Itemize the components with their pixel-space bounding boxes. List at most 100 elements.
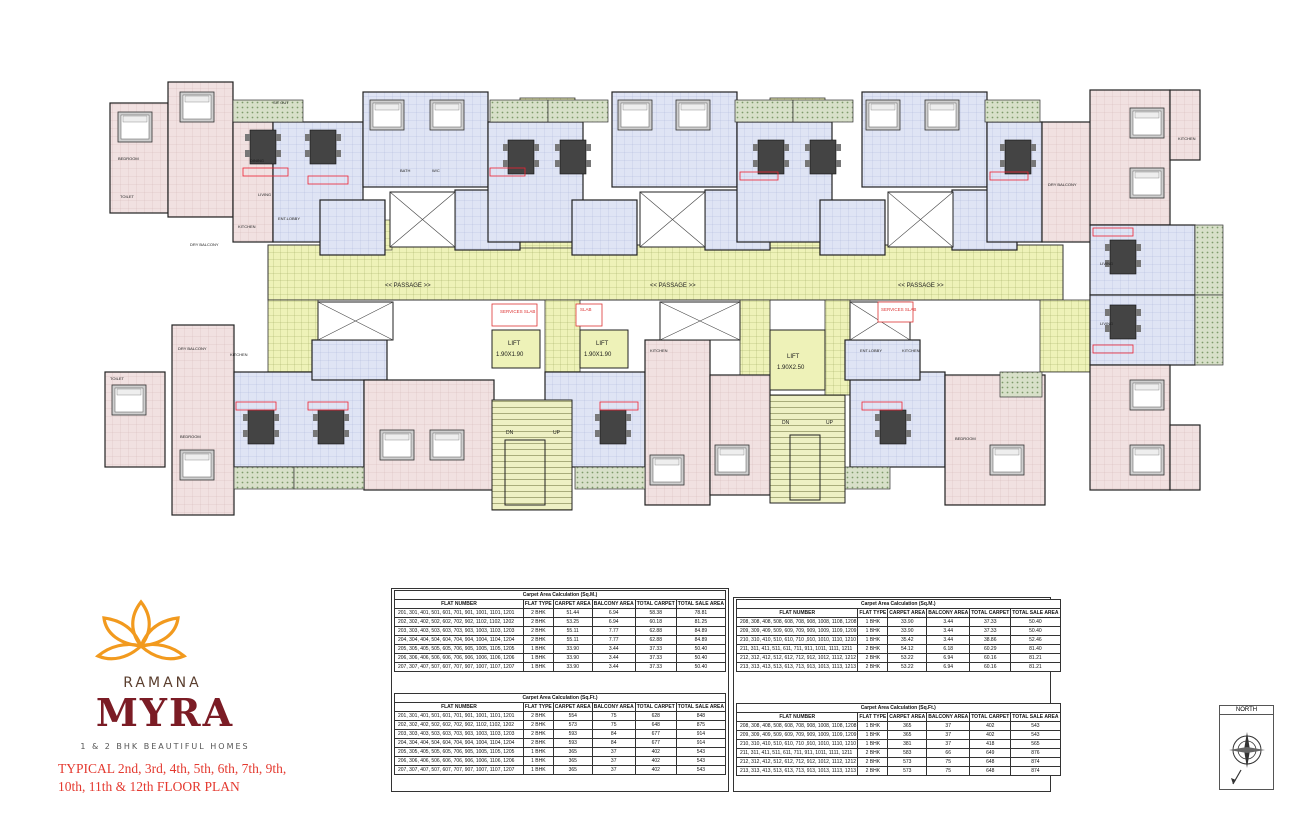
table-cell: 6.94 [926, 653, 971, 663]
table-cell: 3.44 [926, 617, 971, 627]
table-cell: 75 [591, 711, 636, 721]
table-cell: 2 BHK [522, 711, 554, 721]
table-row: 212, 312, 412, 512, 612, 712, 912, 1012,… [735, 757, 1061, 767]
table-cell: 1 BHK [857, 721, 889, 731]
table-cell: 402 [969, 721, 1012, 731]
table-cell: 1 BHK [522, 644, 554, 654]
flat-number-cell: 213, 313, 413, 513, 613, 713, 913, 1013,… [735, 662, 859, 672]
table-cell: 874 [1010, 757, 1061, 767]
table-cell: 573 [552, 720, 593, 730]
table-cell: 84.89 [675, 635, 727, 645]
brand-ramana: RAMANA [123, 675, 202, 691]
table-cell: 583 [887, 748, 928, 758]
table-cell: 75 [591, 720, 636, 730]
table-cell: 37.33 [969, 617, 1012, 627]
left-table-frame [391, 588, 729, 792]
room-label: BATH [400, 168, 410, 173]
table-cell: 648 [634, 720, 677, 730]
table-row: 213, 313, 413, 513, 613, 713, 913, 1013,… [735, 662, 1061, 672]
column-header: BALCONY AREA [926, 608, 971, 618]
table-cell: 3.44 [591, 653, 636, 663]
room-label: TOILET [120, 194, 134, 199]
room-label: KITCHEN [650, 348, 668, 353]
table-cell: 3.44 [591, 662, 636, 672]
table-cell: 543 [675, 756, 727, 766]
table-cell: 914 [675, 738, 727, 748]
column-header: CARPET AREA [552, 702, 593, 712]
table-cell: 37 [591, 747, 636, 757]
column-header: FLAT NUMBER [394, 702, 524, 712]
lift-size: 1.90X1.90 [584, 352, 612, 358]
table-cell: 75 [926, 757, 971, 767]
table-cell: 2 BHK [522, 720, 554, 730]
table-row: 203, 303, 403, 503, 603, 703, 903, 1003,… [394, 729, 727, 739]
column-header: TOTAL CARPET [969, 608, 1012, 618]
column-header: CARPET AREA [887, 608, 928, 618]
table-cell: 1 BHK [857, 617, 889, 627]
table-cell: 875 [675, 720, 727, 730]
table-row: 204, 304, 404, 504, 604, 704, 904, 1004,… [394, 738, 727, 748]
table-cell: 402 [969, 730, 1012, 740]
table-cell: 50.40 [1010, 626, 1061, 636]
table-cell: 33.90 [552, 662, 593, 672]
table-row: 202, 302, 402, 502, 602, 702, 902, 1102,… [394, 617, 727, 627]
table-cell: 365 [887, 730, 928, 740]
table-cell: 365 [552, 756, 593, 766]
table-cell: 37 [591, 765, 636, 775]
table-row: 205, 305, 405, 505, 605, 706, 905, 1005,… [394, 747, 727, 757]
slab-label: SLAB [580, 307, 592, 312]
room-label: KITCHEN [238, 224, 256, 229]
table-cell: 50.40 [675, 644, 727, 654]
table-row: 210, 310, 410, 510, 610, 710 ,910, 1010,… [735, 739, 1061, 749]
table-cell: 365 [552, 765, 593, 775]
table-cell: 38.86 [969, 635, 1012, 645]
flat-number-cell: 209, 309, 409, 509, 609, 709, 909, 1009,… [735, 730, 859, 740]
table-cell: 2 BHK [522, 608, 554, 618]
table-row: 209, 309, 409, 509, 609, 709, 909, 1009,… [735, 730, 1061, 740]
table-row: 211, 311, 411, 511, 611, 711, 911, 1011,… [735, 748, 1061, 758]
carpet-area-table-right-sqm: Carpet Area Calculation (Sq.M.)FLAT NUMB… [735, 599, 1061, 672]
table-cell: 6.94 [591, 608, 636, 618]
table-cell: 62.88 [634, 626, 677, 636]
column-header: BALCONY AREA [591, 702, 636, 712]
table-cell: 33.90 [552, 653, 593, 663]
table-cell: 53.22 [887, 653, 928, 663]
table-cell: 37 [591, 756, 636, 766]
floor-plan-caption-2: 10th, 11th & 12th FLOOR PLAN [58, 779, 240, 794]
north-label: NORTH [1220, 706, 1273, 715]
flat-number-cell: 202, 302, 402, 502, 602, 702, 902, 1102,… [394, 617, 524, 627]
table-cell: 58.38 [634, 608, 677, 618]
table-cell: 52.46 [1010, 635, 1061, 645]
table-cell: 2 BHK [857, 662, 889, 672]
table-cell: 54.12 [887, 644, 928, 654]
table-cell: 37.33 [634, 644, 677, 654]
services-slab-label: SERVICES SLAB [500, 309, 535, 314]
table-cell: 1 BHK [522, 747, 554, 757]
table-cell: 50.40 [675, 662, 727, 672]
table-cell: 2 BHK [857, 644, 889, 654]
table-row: 202, 302, 402, 502, 602, 702, 902, 1102,… [394, 720, 727, 730]
table-cell: 78.81 [675, 608, 727, 618]
room-label: DRY BALCONY [1048, 182, 1077, 187]
column-header: FLAT TYPE [857, 712, 889, 722]
table-cell: 33.90 [887, 626, 928, 636]
table-cell: 37.33 [634, 653, 677, 663]
table-cell: 554 [552, 711, 593, 721]
table-cell: 2 BHK [857, 653, 889, 663]
column-header: FLAT NUMBER [735, 712, 859, 722]
table-cell: 543 [1010, 721, 1061, 731]
flat-number-cell: 205, 305, 405, 505, 605, 706, 905, 1005,… [394, 644, 524, 654]
table-cell: 35.42 [887, 635, 928, 645]
table-cell: 2 BHK [857, 757, 889, 767]
table-cell: 50.40 [1010, 617, 1061, 627]
table-cell: 66 [926, 748, 971, 758]
flat-number-cell: 204, 304, 404, 504, 604, 704, 904, 1004,… [394, 635, 524, 645]
flat-number-cell: 211, 311, 411, 511, 611, 711, 911, 1011,… [735, 644, 859, 654]
lift-size: 1.90X2.50 [777, 365, 805, 371]
stair-up: UP [553, 430, 561, 436]
table-caption: Carpet Area Calculation (Sq.M.) [736, 599, 1061, 609]
stair-up: UP [826, 420, 834, 426]
table-cell: 543 [675, 747, 727, 757]
room-label: BEDROOM [955, 436, 976, 441]
